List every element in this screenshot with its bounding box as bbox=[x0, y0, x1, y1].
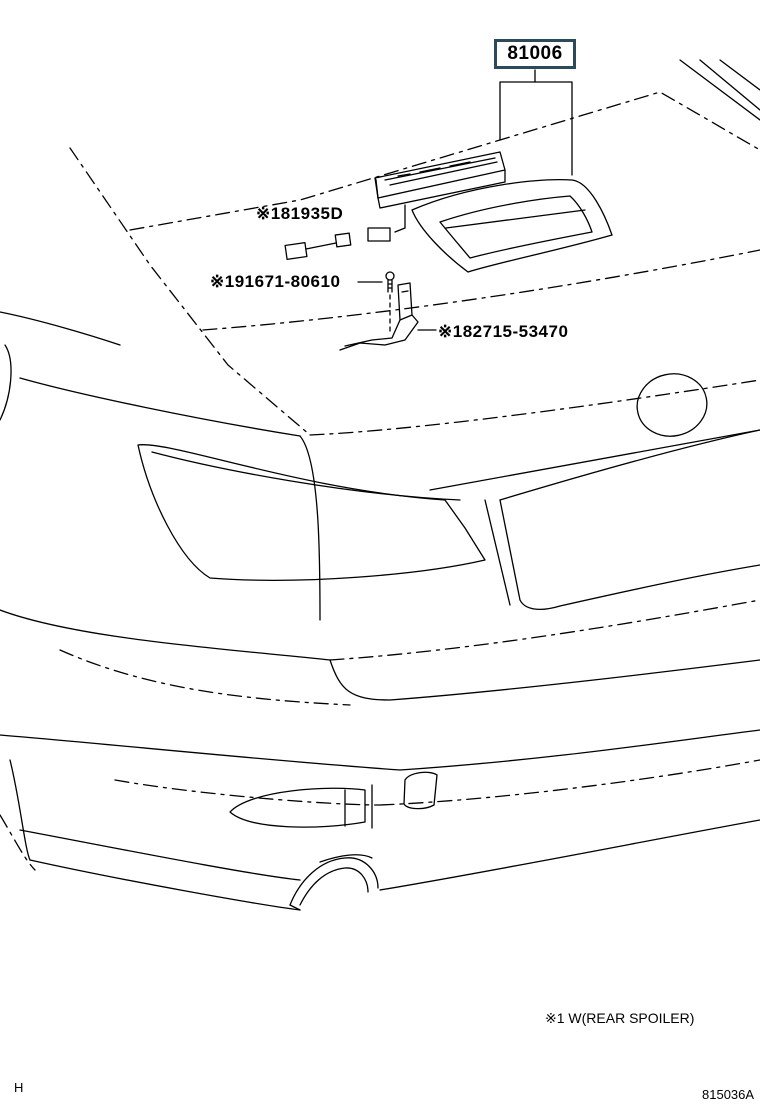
body-panel-lines bbox=[0, 311, 760, 706]
corner-mark: H bbox=[14, 1080, 24, 1095]
screw-callout[interactable]: ※191671-80610 bbox=[210, 272, 341, 291]
screw-part bbox=[357, 271, 395, 336]
main-part-number-box[interactable]: 81006 bbox=[494, 39, 576, 69]
figure-code: 815036A bbox=[702, 1087, 755, 1102]
roof-edge-lines bbox=[679, 59, 760, 121]
tow-hook-cover bbox=[403, 771, 438, 810]
stop-lamp-cover bbox=[411, 179, 613, 273]
bracket-callout[interactable]: ※182715-53470 bbox=[438, 322, 569, 341]
exhaust-tip bbox=[289, 854, 379, 911]
tail-lamp bbox=[137, 444, 486, 581]
wire-harness-callout[interactable]: ※181935D bbox=[256, 204, 344, 223]
bumper-reflector bbox=[229, 784, 373, 829]
main-part-leaders bbox=[499, 69, 573, 176]
wire-harness-part bbox=[284, 232, 352, 260]
license-plate-recess bbox=[484, 429, 760, 611]
applicability-footnote: ※1 W(REAR SPOILER) bbox=[545, 1010, 695, 1026]
bracket-part bbox=[339, 282, 437, 351]
rear-bumper bbox=[0, 729, 760, 911]
stop-lamp-assembly bbox=[367, 151, 506, 242]
trunk-lid-outline bbox=[69, 91, 760, 436]
rear-emblem bbox=[636, 373, 708, 437]
